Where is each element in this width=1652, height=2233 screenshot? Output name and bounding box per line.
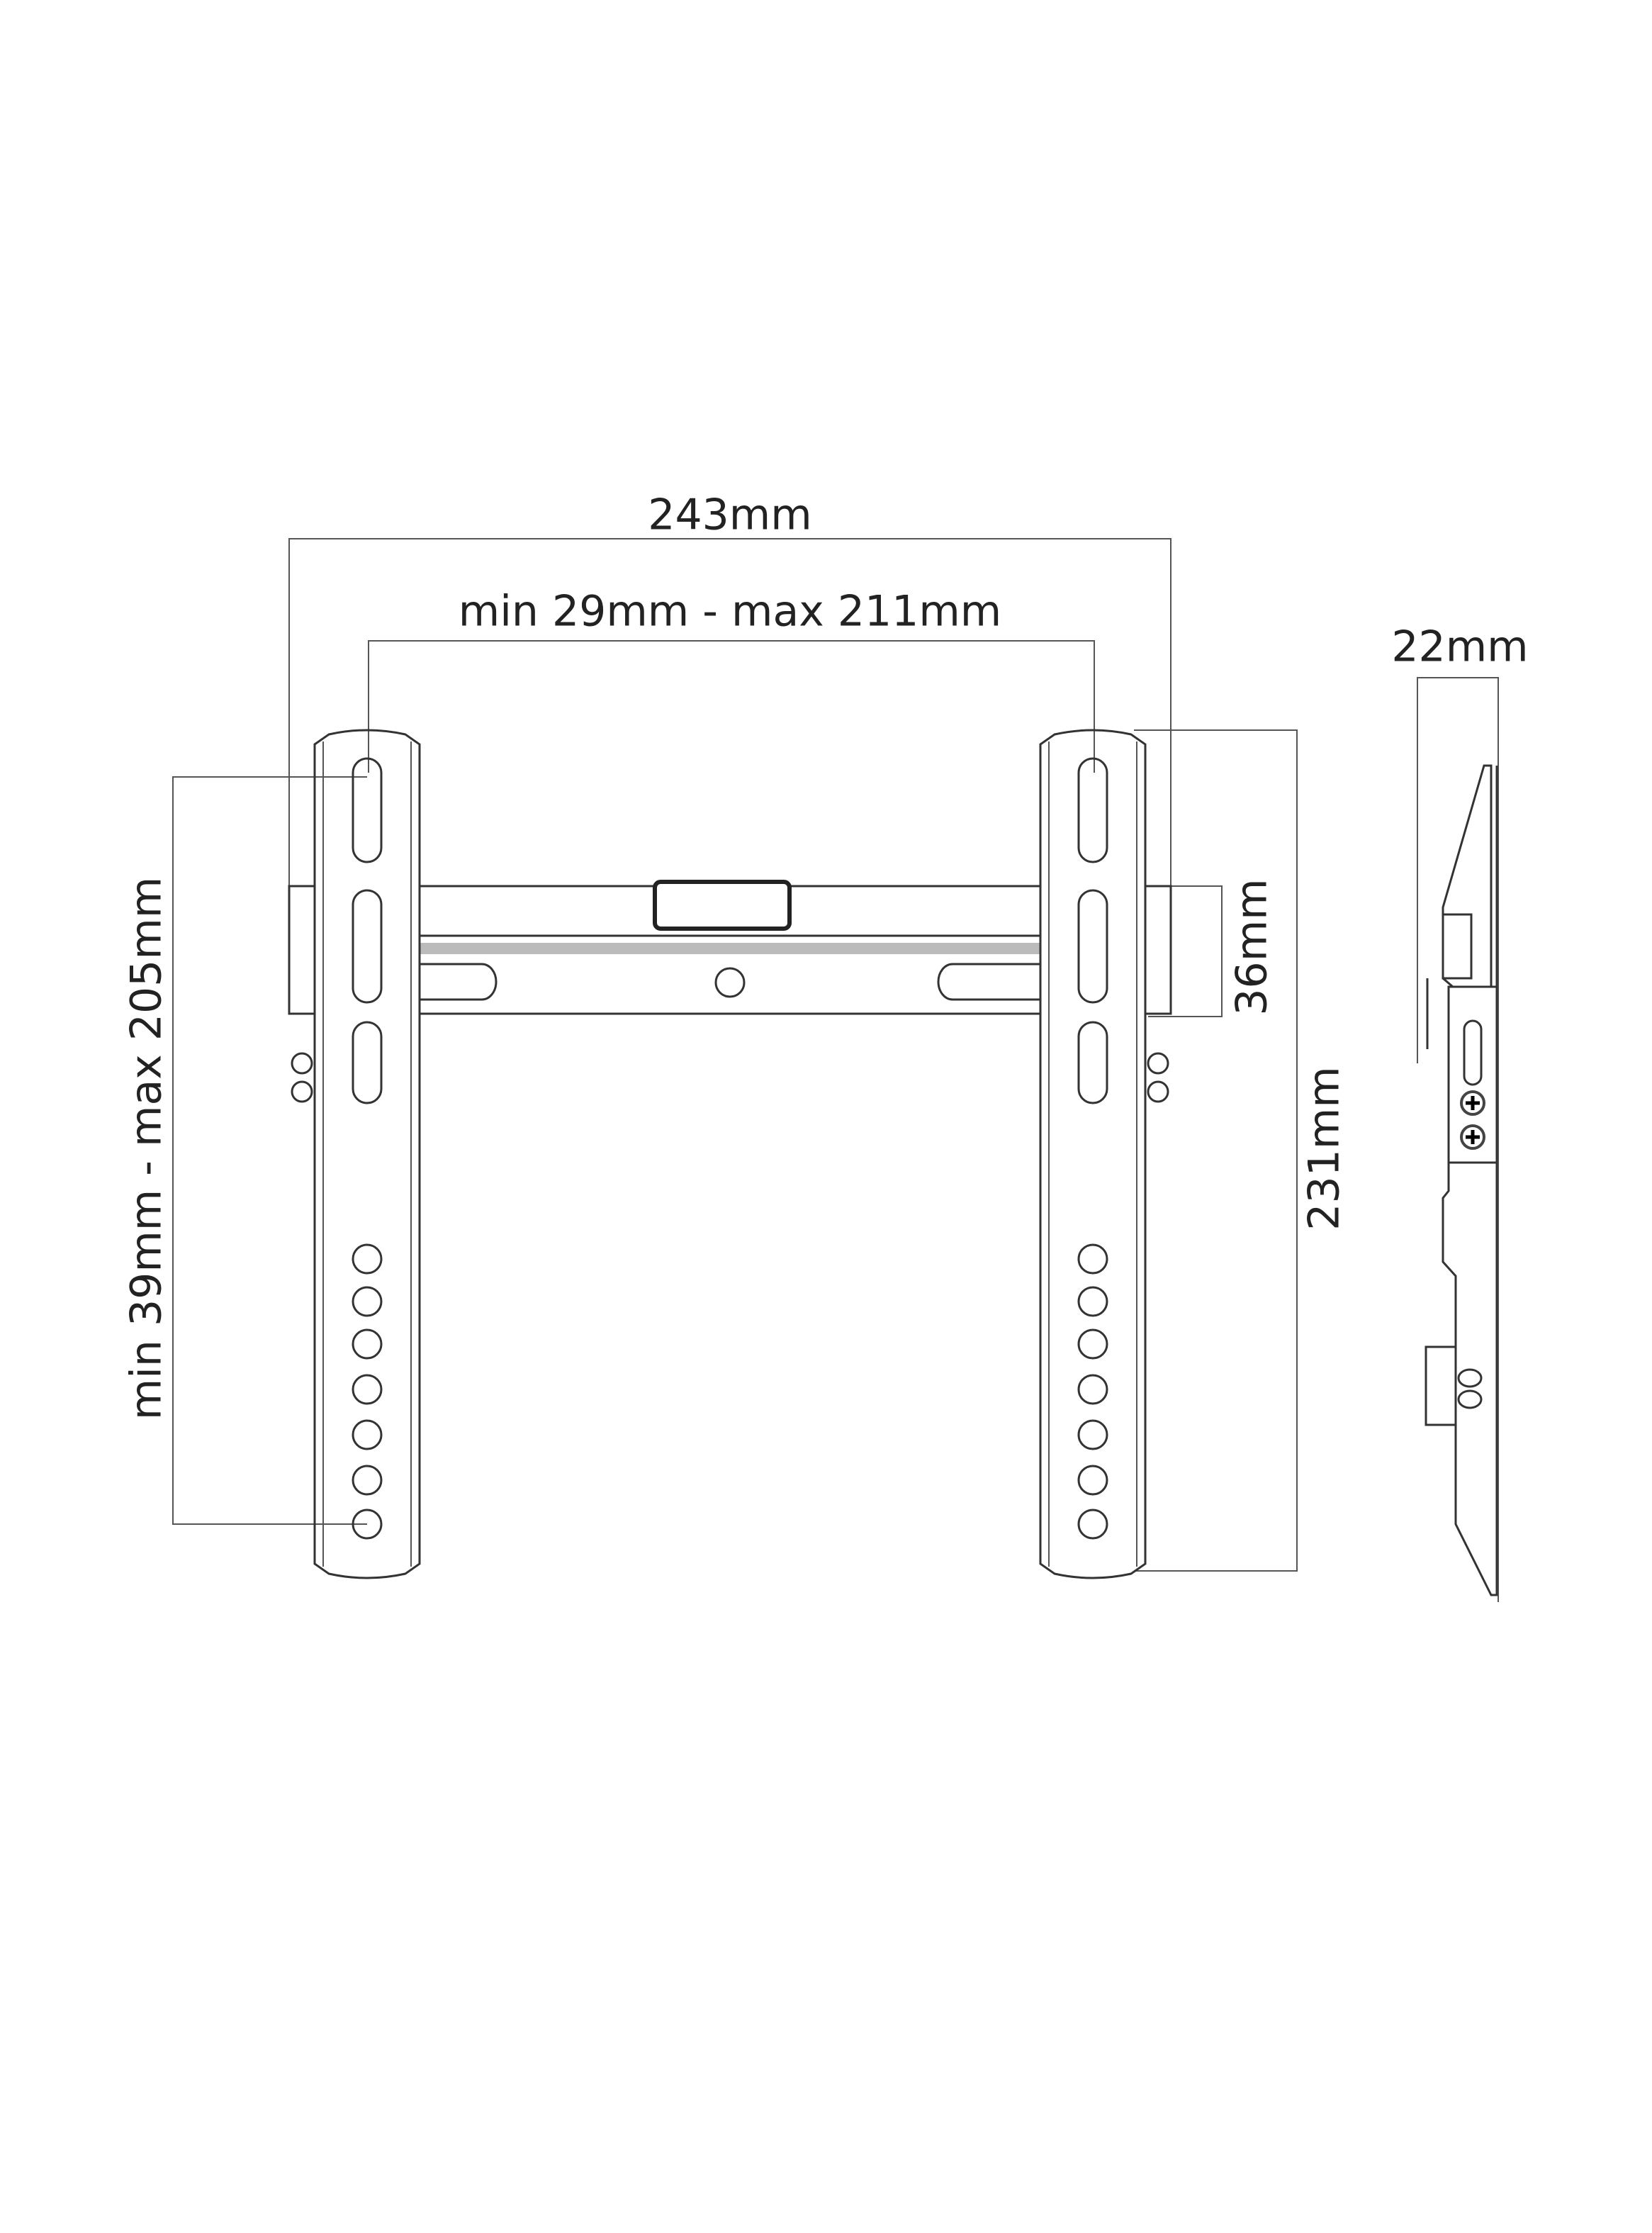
label-overall-width: 243mm xyxy=(648,491,811,540)
dimension-plate-height: 231mm xyxy=(1134,729,1349,1572)
plate-outline xyxy=(1039,729,1147,1579)
mounting-slot xyxy=(352,757,383,863)
label-hole-spacing-horizontal: min 29mm - max 211mm xyxy=(459,587,1001,637)
mounting-hole xyxy=(1077,1286,1108,1317)
mounting-slot xyxy=(352,1021,383,1104)
label-plate-height: 231mm xyxy=(1300,1066,1349,1230)
mounting-hole xyxy=(1077,1465,1108,1496)
label-crossbar-height: 36mm xyxy=(1227,878,1277,1015)
mounting-hole xyxy=(352,1465,383,1496)
center-hole xyxy=(714,967,746,998)
mounting-hole xyxy=(352,1419,383,1450)
mounting-hole xyxy=(352,1509,383,1540)
mounting-slot xyxy=(1077,889,1108,1004)
mounting-slot xyxy=(1077,1021,1108,1104)
mounting-hole xyxy=(1077,1419,1108,1450)
mounting-hole xyxy=(1077,1509,1108,1540)
mounting-slot xyxy=(352,889,383,1004)
mounting-hole xyxy=(352,1328,383,1360)
left-bracket xyxy=(288,885,316,1103)
mounting-hole xyxy=(1077,1243,1108,1275)
label-hole-spacing-vertical: min 39mm - max 205mm xyxy=(122,877,172,1420)
mounting-hole xyxy=(352,1286,383,1317)
crossbar xyxy=(420,880,1040,1015)
dimension-hole-spacing-horizontal: min 29mm - max 211mm xyxy=(368,587,1095,773)
level-handle xyxy=(653,880,792,931)
mounting-hole xyxy=(352,1374,383,1405)
dimension-hole-spacing-vertical: min 39mm - max 205mm xyxy=(122,776,367,1525)
plate-outline xyxy=(313,729,421,1579)
right-bracket xyxy=(1144,885,1172,1103)
mounting-hole xyxy=(1077,1328,1108,1360)
dimension-crossbar-height: 36mm xyxy=(1148,878,1277,1017)
mounting-slot xyxy=(1077,757,1108,863)
mounting-hole xyxy=(352,1243,383,1275)
label-depth: 22mm xyxy=(1391,622,1528,672)
side-view: 22mm xyxy=(1391,622,1529,1602)
mounting-hole xyxy=(1077,1374,1108,1405)
right-plate xyxy=(1039,729,1147,1579)
left-plate xyxy=(313,729,421,1579)
dimension-overall-width: 243mm xyxy=(288,491,1171,936)
